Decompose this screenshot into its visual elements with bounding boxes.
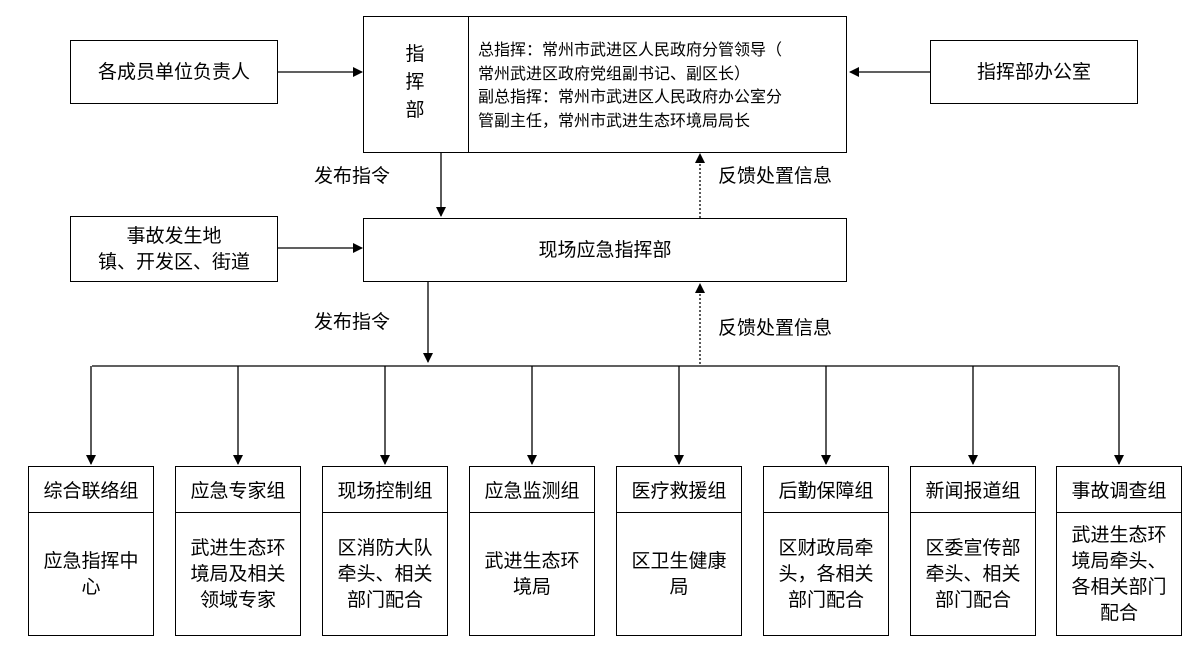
group-body: 区消防大队牵头、相关部门配合	[337, 536, 433, 611]
group-title: 新闻报道组	[911, 467, 1035, 513]
hq-office-label: 指挥部办公室	[976, 61, 1091, 83]
group-body: 武进生态环境局牵头、各相关部门配合	[1071, 523, 1167, 624]
member-units-box: 各成员单位负责人	[70, 40, 278, 104]
group-box: 综合联络组应急指挥中心	[28, 466, 154, 636]
hq-label-char: 指	[405, 43, 425, 65]
onsite-hq-box: 现场应急指挥部	[363, 218, 847, 282]
group-title: 后勤保障组	[764, 467, 888, 513]
group-title: 应急专家组	[176, 467, 300, 513]
hq-desc-line: 常州武进区政府党组副书记、副区长）	[478, 63, 751, 83]
hq-label: 指 挥 部	[400, 40, 430, 124]
group-body: 区卫生健康局	[631, 549, 727, 598]
incident-location-line1: 事故发生地	[126, 225, 222, 247]
feedback-label-2: 反馈处置信息	[718, 317, 833, 339]
hq-label-char: 挥	[405, 71, 425, 93]
onsite-hq-label: 现场应急指挥部	[538, 239, 672, 261]
incident-location-line2: 镇、开发区、街道	[97, 251, 250, 273]
group-box: 新闻报道组区委宣传部牵头、相关部门配合	[910, 466, 1036, 636]
hq-desc-line: 管副主任，常州市武进生态环境局局长	[478, 110, 751, 130]
group-box: 医疗救援组区卫生健康局	[616, 466, 742, 636]
issue-order-label-1: 发布指令	[314, 165, 391, 187]
member-units-label: 各成员单位负责人	[97, 61, 250, 83]
hq-label-char: 部	[405, 99, 425, 121]
hq-desc-line: 总指挥：常州市武进区人民政府分管领导（	[478, 40, 783, 59]
group-body: 区委宣传部牵头、相关部门配合	[925, 536, 1021, 611]
hq-description: 总指挥：常州市武进区人民政府分管领导（ 常州武进区政府党组副书记、副区长） 副总…	[478, 38, 850, 132]
group-box: 现场控制组区消防大队牵头、相关部门配合	[322, 466, 448, 636]
group-title: 医疗救援组	[617, 467, 741, 513]
group-body: 区财政局牵头，各相关部门配合	[778, 536, 874, 611]
group-box: 应急监测组武进生态环境局	[469, 466, 595, 636]
group-title: 应急监测组	[470, 467, 594, 513]
feedback-label-1: 反馈处置信息	[718, 165, 833, 187]
group-title: 事故调查组	[1057, 467, 1181, 513]
incident-location-box: 事故发生地 镇、开发区、街道	[70, 216, 278, 282]
group-box: 事故调查组武进生态环境局牵头、各相关部门配合	[1056, 466, 1182, 636]
group-drop-arrows	[86, 366, 1124, 465]
group-box: 应急专家组武进生态环境局及相关领域专家	[175, 466, 301, 636]
hq-desc-line: 副总指挥：常州市武进区人民政府办公室分	[478, 87, 783, 106]
group-title: 现场控制组	[323, 467, 447, 513]
group-body: 武进生态环境局	[484, 549, 580, 598]
group-title: 综合联络组	[29, 467, 153, 513]
hq-label-cell	[363, 16, 469, 153]
hq-office-box: 指挥部办公室	[930, 40, 1138, 104]
group-body: 武进生态环境局及相关领域专家	[190, 536, 286, 611]
issue-order-label-2: 发布指令	[314, 311, 391, 333]
group-box: 后勤保障组区财政局牵头，各相关部门配合	[763, 466, 889, 636]
group-body: 应急指挥中心	[43, 549, 139, 598]
